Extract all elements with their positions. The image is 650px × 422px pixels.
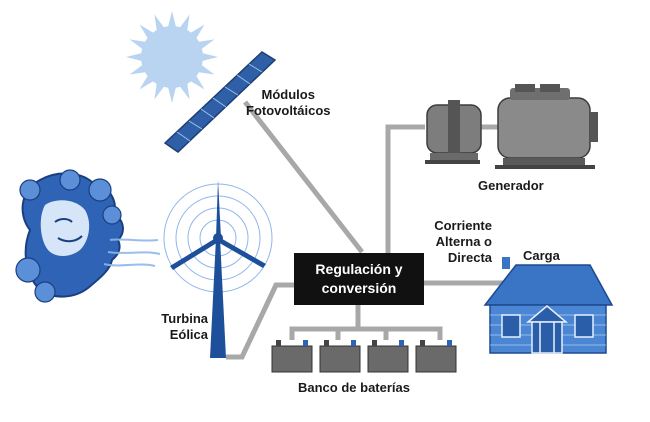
wire-turbine-to-regulator	[226, 282, 294, 360]
wire-battery-bus	[289, 305, 443, 340]
modules-label-line2: Fotovoltáicos	[246, 103, 331, 118]
regulation-label-line1: Regulación y	[315, 261, 403, 277]
wiring	[226, 100, 510, 360]
current-type-label: Corriente Alterna o Directa	[420, 218, 492, 266]
modules-label: Módulos Fotovoltáicos	[246, 87, 331, 119]
batteries-label: Banco de baterías	[298, 380, 410, 395]
battery-icon	[319, 340, 361, 373]
battery-icon	[367, 340, 409, 373]
turbine-label-line2: Eólica	[169, 327, 208, 342]
battery-icon	[271, 340, 313, 373]
generator-label: Generador	[478, 178, 544, 193]
solar-panel-icon	[163, 51, 277, 153]
turbine-label-line1: Turbina	[161, 311, 208, 326]
load-label: Carga	[523, 248, 560, 263]
regulation-label-line2: conversión	[321, 280, 397, 296]
sun-icon	[126, 11, 218, 103]
current-label-line1: Corriente	[434, 218, 492, 233]
wire-generator-to-regulator	[385, 124, 425, 253]
wire-panel-to-regulator	[243, 100, 364, 254]
modules-label-line1: Módulos	[261, 87, 315, 102]
generator-icon	[425, 84, 598, 169]
turbine-label: Turbina Eólica	[146, 311, 208, 343]
current-label-line3: Directa	[447, 250, 492, 265]
battery-icon	[415, 340, 457, 373]
battery-bank-icon	[271, 340, 457, 373]
house-icon	[483, 257, 614, 354]
wind-face-icon	[15, 169, 161, 303]
regulation-box: Regulación y conversión	[294, 253, 424, 305]
wind-turbine-icon	[163, 180, 273, 358]
current-label-line2: Alterna o	[435, 234, 492, 249]
